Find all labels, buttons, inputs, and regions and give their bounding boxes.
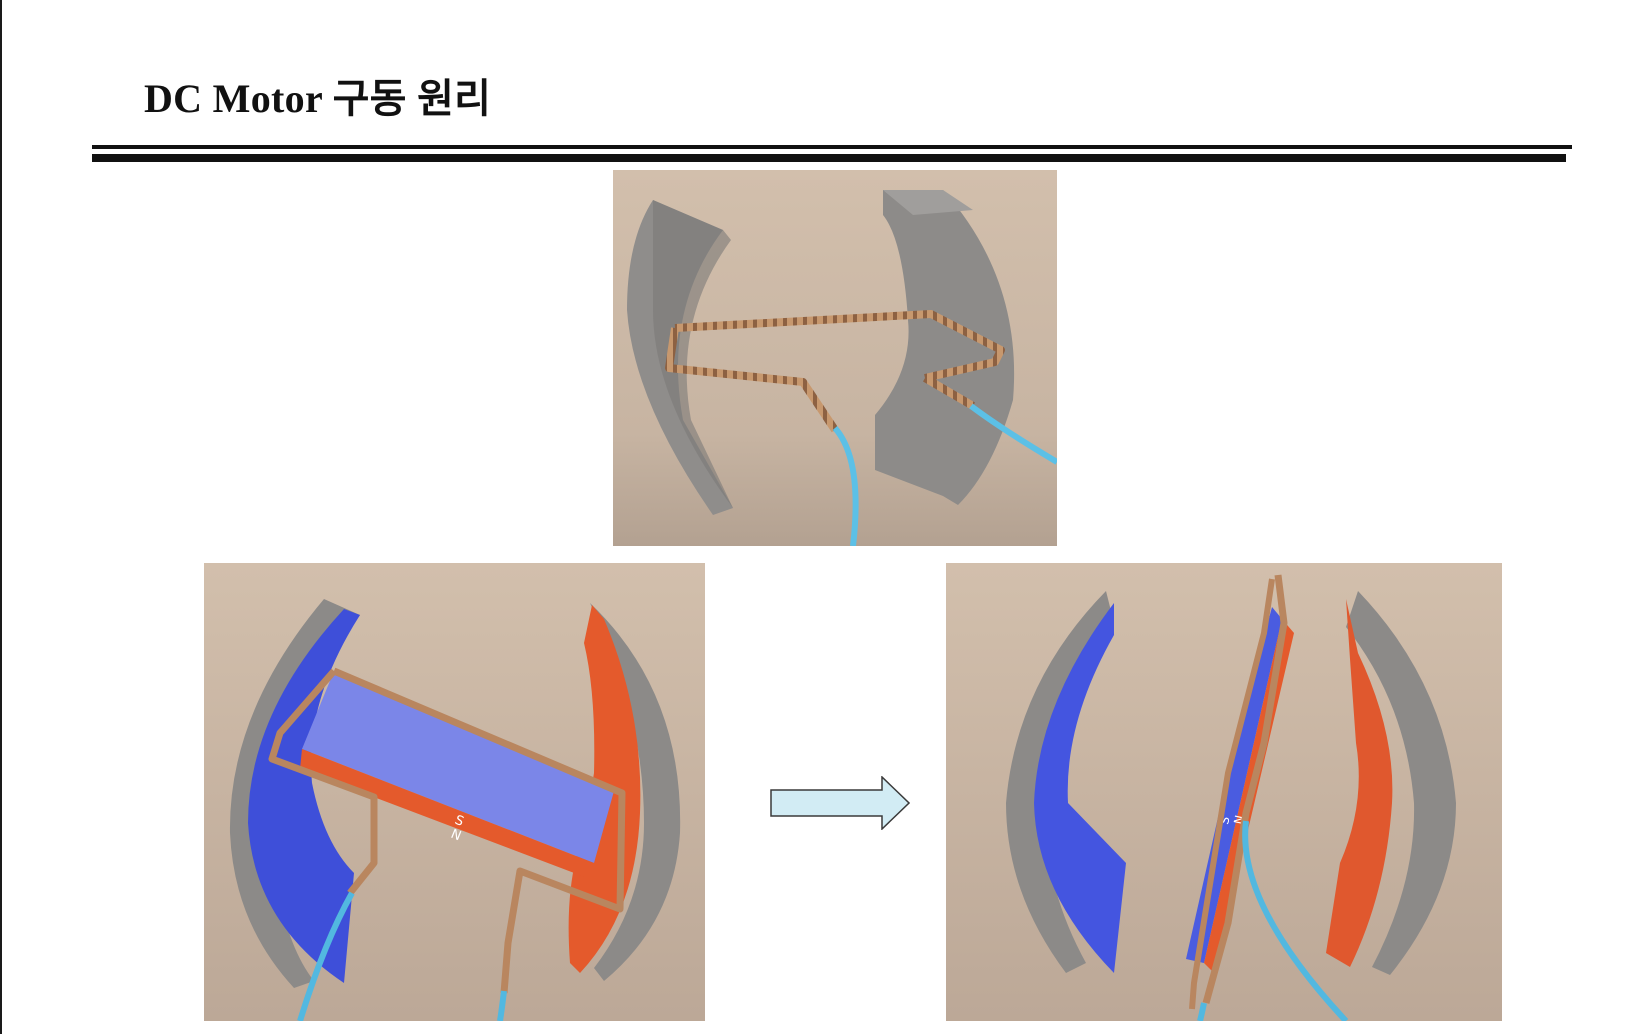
figure-top-svg [613, 170, 1057, 546]
lead-wire-right [969, 403, 1057, 465]
lead-wire-right [497, 990, 507, 1021]
pole-label-s: S [1217, 815, 1232, 825]
magnet-right-red-face [1326, 599, 1393, 967]
magnet-right-shell [1346, 591, 1456, 975]
lead-wire-right [1242, 820, 1349, 1021]
coil-wire-back [1189, 578, 1275, 1010]
rotor-top-face [302, 671, 614, 863]
figure-rotor-vertical: S N [946, 563, 1502, 1021]
figure-coil-between-magnets [613, 170, 1057, 546]
right-arrow-icon [770, 776, 910, 830]
magnet-right-gray [875, 190, 1015, 505]
magnet-left-shell [1006, 591, 1114, 973]
magnet-left-blue-face [1034, 603, 1126, 973]
lead-wire-left [297, 891, 355, 1021]
figure-bottom-right-svg: S N [946, 563, 1502, 1021]
slide-left-border [0, 0, 2, 1034]
lead-wire-left [1197, 1002, 1207, 1021]
lead-wire-left [832, 426, 859, 546]
magnet-left-blue-face [248, 609, 360, 983]
pole-label-n: N [1231, 814, 1247, 826]
coil-loop-right [332, 667, 626, 994]
slide-title: DC Motor 구동 원리 [144, 76, 492, 121]
arrow-svg [770, 776, 910, 830]
coil-wire-front [665, 327, 839, 433]
title-rule-thick [92, 154, 1566, 162]
title-rule-thin [92, 145, 1572, 149]
figure-bottom-left-svg: S N [204, 563, 705, 1021]
magnet-left-shell [229, 599, 360, 988]
coil-loop-left [268, 668, 378, 896]
coil-wire-back [674, 310, 1005, 382]
figure-rotor-horizontal: S N [204, 563, 705, 1021]
rotor-side-north [300, 749, 594, 879]
magnet-right-shell [590, 603, 681, 981]
coil-wire [1202, 574, 1288, 1004]
